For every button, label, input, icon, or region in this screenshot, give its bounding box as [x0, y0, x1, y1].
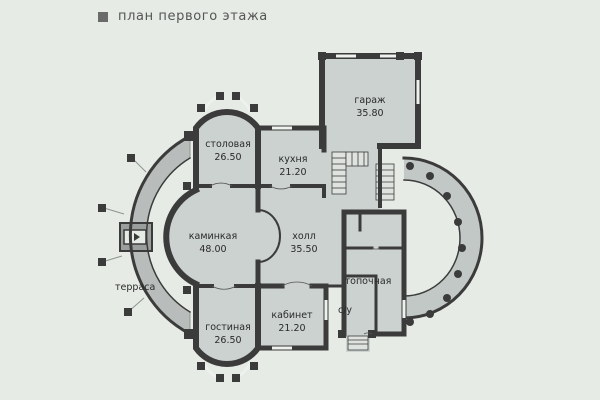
- room-boiler-name: топочная: [345, 276, 392, 287]
- room-study-name: кабинет: [271, 310, 313, 321]
- kitchen-floor: [258, 128, 324, 194]
- service-floor: [344, 212, 404, 334]
- room-terrace-name: терраса: [115, 282, 155, 293]
- room-dining-area: 26.50: [214, 152, 241, 163]
- dining-floor: [196, 111, 258, 186]
- room-hall-area: 35.50: [290, 244, 317, 255]
- room-wc-name: с/у: [338, 305, 352, 316]
- plan-title: план первого этажа: [118, 9, 268, 24]
- center-floor: [196, 186, 344, 286]
- room-fireplace-area: 48.00: [199, 244, 226, 255]
- room-kitchen-area: 21.20: [279, 167, 306, 178]
- room-garage-name: гараж: [354, 95, 386, 106]
- room-study-area: 21.20: [278, 323, 305, 334]
- legend-swatch: [98, 11, 108, 22]
- room-kitchen-name: кухня: [279, 154, 308, 165]
- room-fireplace-name: каминкая: [189, 231, 237, 242]
- room-living-name: гостиная: [205, 322, 250, 333]
- east-terrace-floor: [404, 158, 482, 318]
- floor-areas: [130, 56, 482, 365]
- columns: [98, 52, 466, 382]
- room-garage-area: 35.80: [356, 108, 383, 119]
- room-labels: гараж 35.80 столовая 26.50 кухня 21.20 к…: [115, 95, 391, 346]
- door-swings: [209, 182, 381, 335]
- study-floor: [258, 286, 326, 348]
- room-dining-name: столовая: [205, 139, 251, 150]
- terrace-floor: [130, 136, 190, 334]
- room-hall-name: холл: [292, 231, 316, 242]
- plan-legend: план первого этажа: [98, 9, 268, 24]
- living-floor: [196, 286, 258, 365]
- porch-steps: [347, 335, 369, 351]
- garage-floor: [322, 56, 418, 146]
- room-living-area: 26.50: [214, 335, 241, 346]
